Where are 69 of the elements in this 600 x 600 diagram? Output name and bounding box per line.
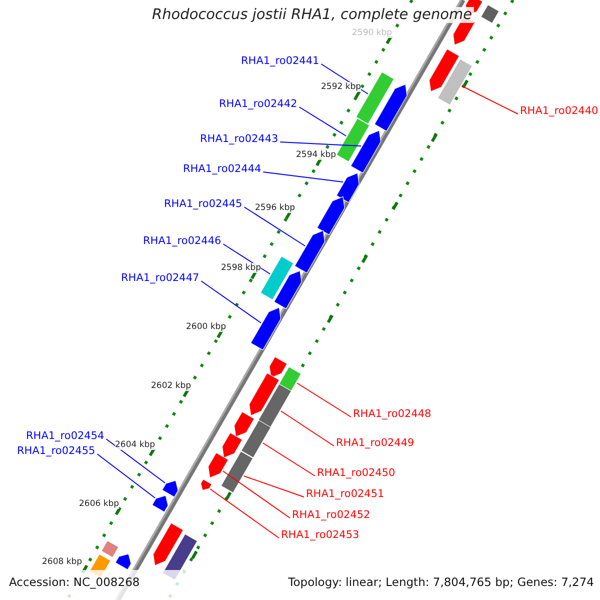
gene-label: RHA1_ro02445 xyxy=(164,198,242,210)
gene-block xyxy=(294,230,326,274)
leader-line xyxy=(222,244,271,274)
scale-label: 2608 kbp xyxy=(42,557,82,567)
gene-block xyxy=(350,130,382,174)
gene-block xyxy=(269,356,288,378)
scale-label: 2596 kbp xyxy=(255,203,296,213)
gene-block xyxy=(162,480,178,498)
genome-summary-text: Topology: linear; Length: 7,804,765 bp; Genes: 7,274 xyxy=(288,575,594,589)
leader-line xyxy=(200,280,262,324)
gene-label: RHA1_ro02447 xyxy=(121,272,200,284)
gene-block xyxy=(200,478,212,491)
gene-block xyxy=(248,372,280,416)
gene-label: RHA1_ro02454 xyxy=(26,430,104,442)
scale-label: 2590 kbp xyxy=(352,28,392,38)
gene-block xyxy=(250,307,282,350)
gene-label: RHA1_ro02441 xyxy=(241,55,320,67)
gene-bar xyxy=(480,4,500,24)
gene-block xyxy=(152,522,184,566)
gene-label: RHA1_ro02452 xyxy=(292,509,370,521)
gene-block xyxy=(208,452,229,478)
leader-line xyxy=(243,476,304,498)
scale-label: 2604 kbp xyxy=(115,440,156,450)
gene-label: RHA1_ro02448 xyxy=(353,408,432,420)
gene-label: RHA1_ro02453 xyxy=(281,529,360,541)
accession-text: Accession: NC_008268 xyxy=(9,575,140,589)
leader-line xyxy=(298,106,347,136)
gene-label: RHA1_ro02442 xyxy=(219,98,298,110)
leader-line xyxy=(106,438,166,484)
leader-line xyxy=(280,410,334,446)
leader-line xyxy=(244,206,306,246)
scale-label: 2602 kbp xyxy=(151,381,192,391)
gene-bar xyxy=(260,256,294,300)
leader-line xyxy=(222,470,290,518)
gene-bar xyxy=(437,58,473,106)
scale-label: 2592 kbp xyxy=(321,82,362,92)
gene-block xyxy=(316,196,345,236)
gene-label: RHA1_ro02440 xyxy=(520,105,598,117)
leader-line xyxy=(96,454,156,498)
gene-label: RHA1_ro02446 xyxy=(143,235,222,247)
leader-line xyxy=(461,86,518,114)
gene-block xyxy=(234,411,255,438)
leader-line xyxy=(262,172,344,182)
gene-label: RHA1_ro02449 xyxy=(336,437,414,449)
leader-line xyxy=(210,488,280,538)
gene-block xyxy=(274,270,302,310)
scale-label: 2598 kbp xyxy=(221,263,262,273)
gene-block xyxy=(222,432,243,458)
title: Rhodococcus jostii RHA1, complete genome xyxy=(150,7,474,23)
gene-label: RHA1_ro02444 xyxy=(183,163,262,175)
gene-bar xyxy=(100,540,120,558)
gene-bar xyxy=(220,450,254,494)
leader-line xyxy=(280,142,362,146)
scale-label: 2600 kbp xyxy=(186,322,226,332)
gene-bar xyxy=(336,118,370,162)
leader-line xyxy=(296,382,352,418)
scale-label: 2606 kbp xyxy=(79,499,120,509)
leader-line xyxy=(262,442,316,476)
gene-bar xyxy=(278,366,302,392)
gene-label: RHA1_ro02450 xyxy=(317,467,396,479)
gene-block xyxy=(374,84,408,132)
gene-label: RHA1_ro02451 xyxy=(306,488,384,500)
gene-label: RHA1_ro02443 xyxy=(200,133,278,145)
gene-block xyxy=(336,172,360,203)
scale-label: 2594 kbp xyxy=(296,150,336,160)
gene-label: RHA1_ro02455 xyxy=(17,445,96,457)
gene-bar xyxy=(240,420,272,458)
gene-block xyxy=(428,48,460,92)
gene-block xyxy=(152,495,168,512)
